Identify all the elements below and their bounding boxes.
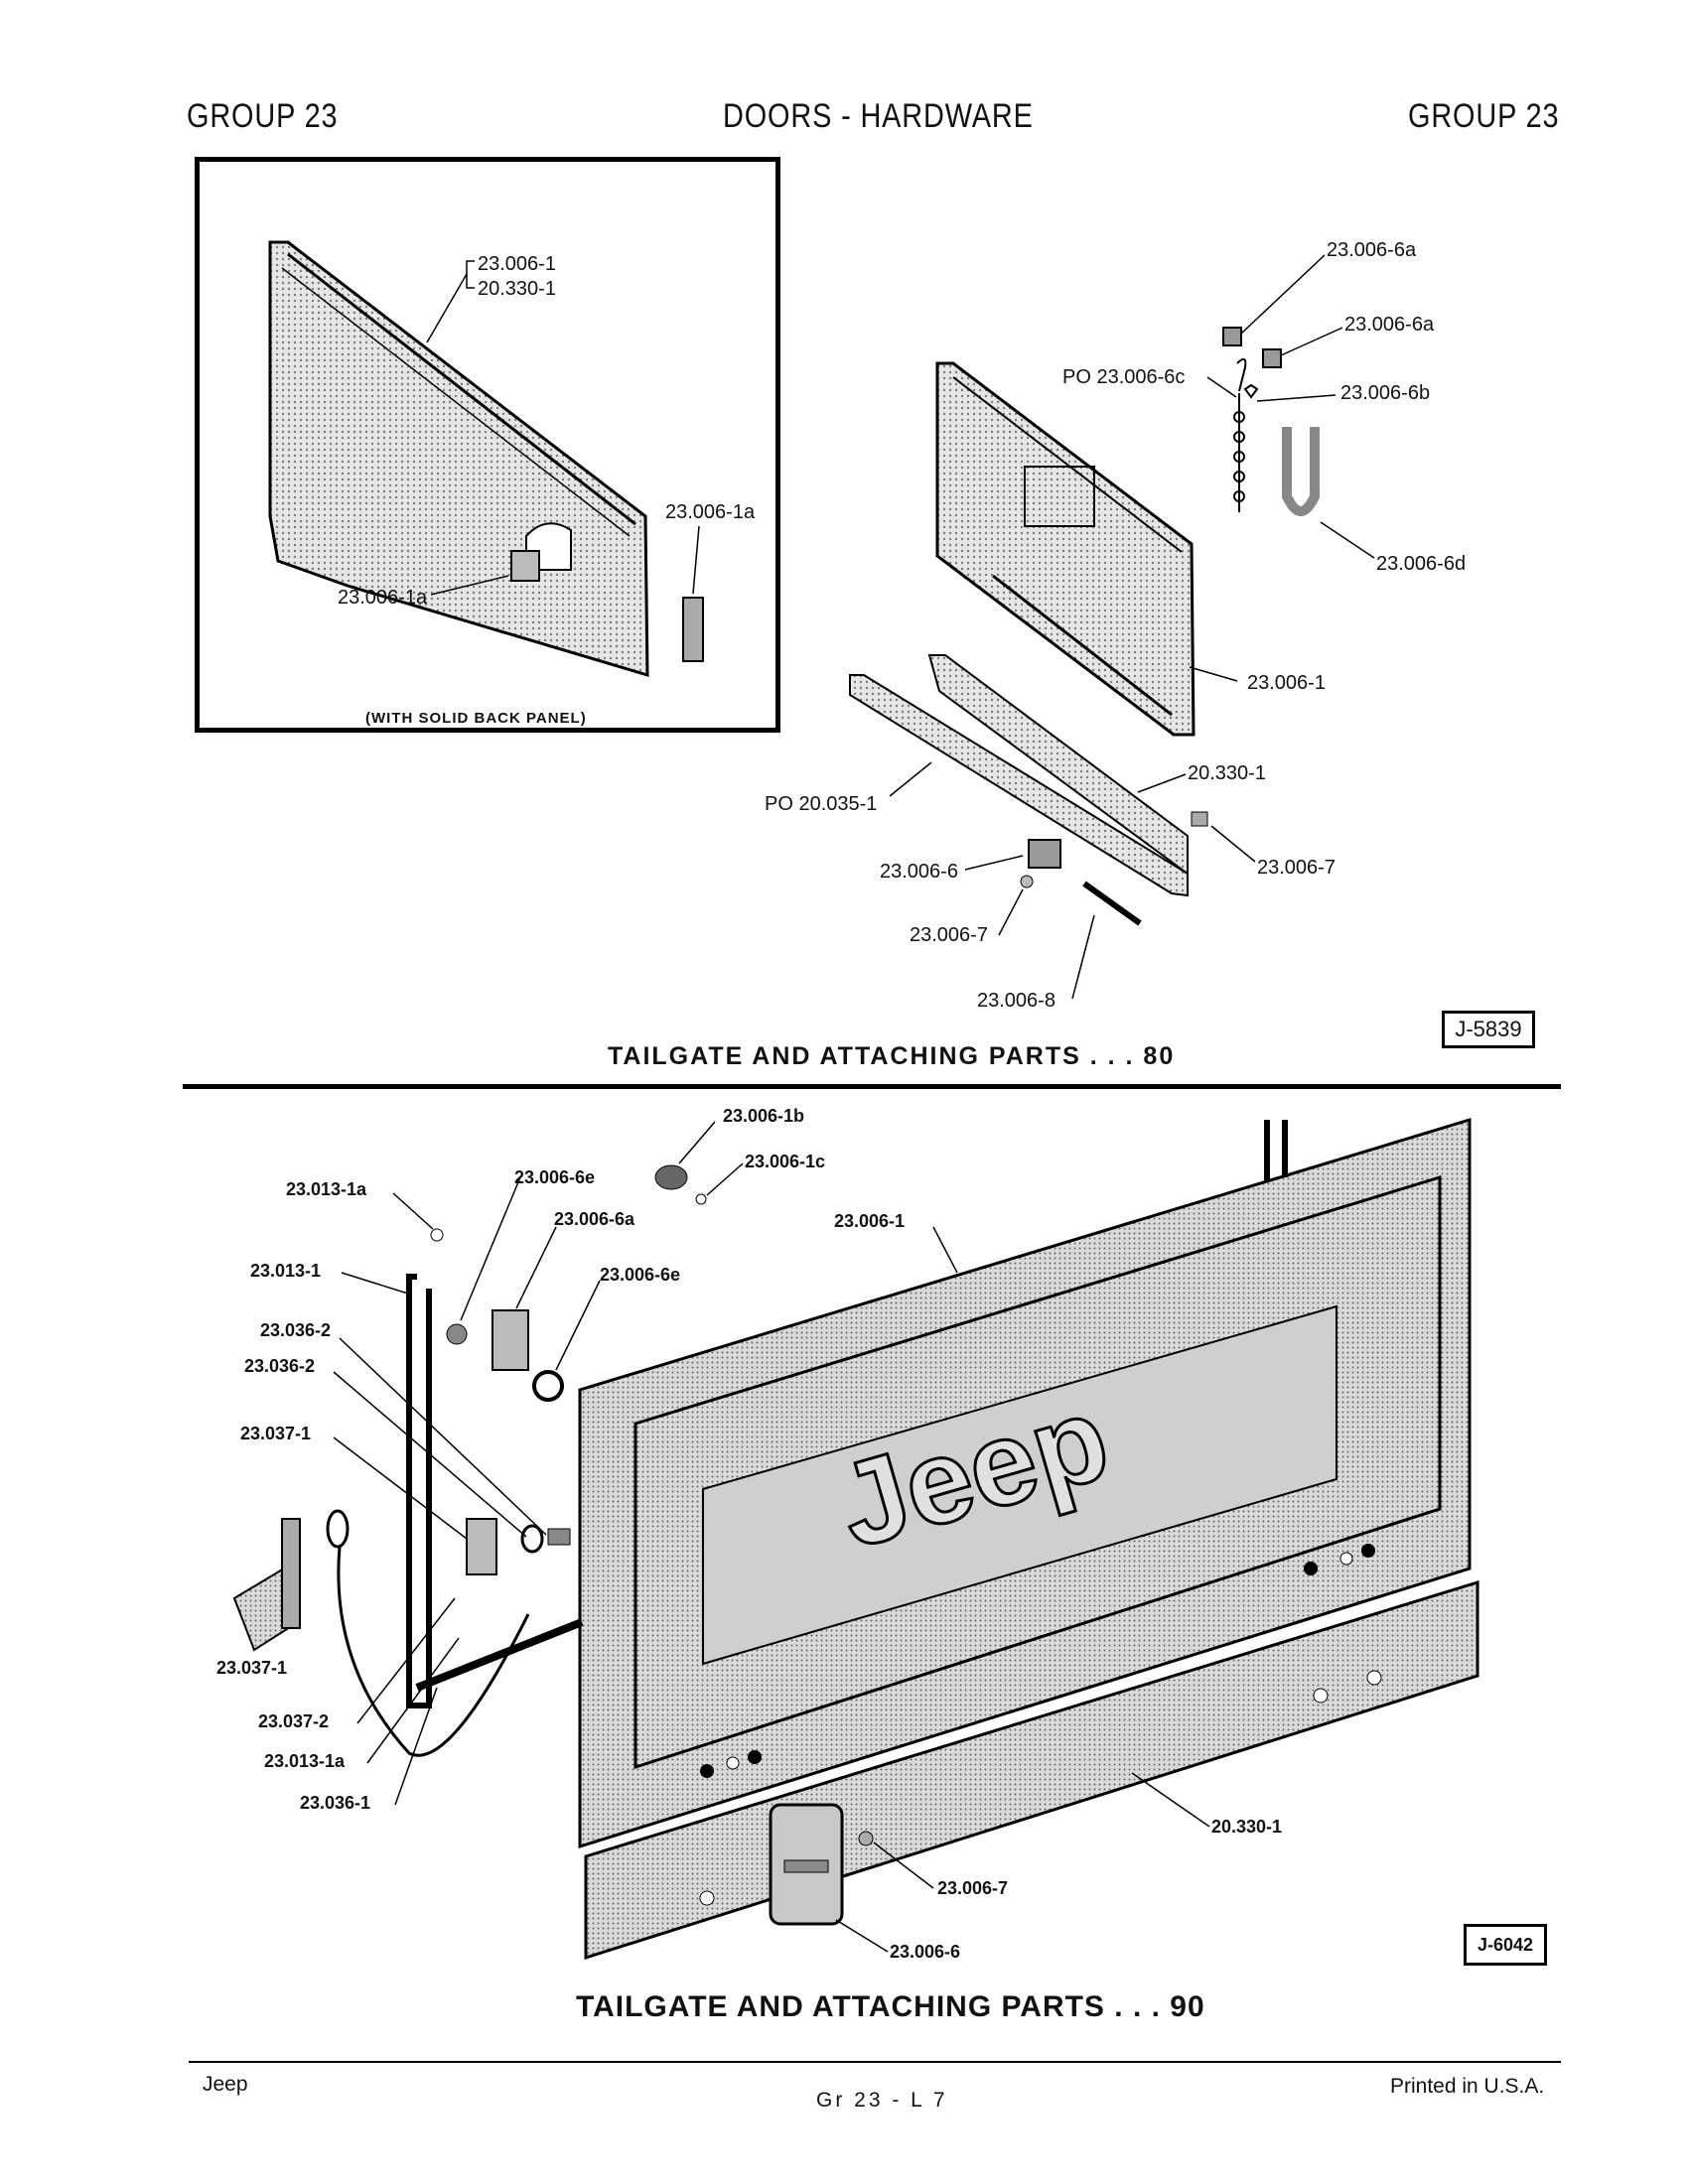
header-title: DOORS - HARDWARE bbox=[723, 97, 1034, 135]
inset-tailgate-panel bbox=[268, 240, 704, 678]
hinge-strip-90 bbox=[584, 1579, 1479, 1961]
tailgate-panel-90: Jeep bbox=[578, 1117, 1472, 1849]
fig1-label-23-006-8: 23.006-8 bbox=[977, 990, 1055, 1012]
inset-label-20-330-1: 20.330-1 bbox=[478, 278, 556, 300]
fig1-label-po-20-035-1: PO 20.035-1 bbox=[765, 793, 877, 815]
fig2-label-23-013-1a-bottom: 23.013-1a bbox=[264, 1751, 346, 1771]
section-divider bbox=[183, 1084, 1561, 1089]
fig2-label-23-037-1-bottom: 23.037-1 bbox=[216, 1658, 287, 1678]
fig2-label-23-006-6e-top: 23.006-6e bbox=[514, 1167, 595, 1187]
footer-printed: Printed in U.S.A. bbox=[1390, 2075, 1545, 2098]
fig2-label-23-036-2-bottom: 23.036-2 bbox=[244, 1356, 315, 1376]
fig2-label-23-006-1: 23.006-1 bbox=[834, 1211, 905, 1231]
fig1-label-23-006-7-left: 23.006-7 bbox=[910, 924, 988, 946]
fig2-leaders bbox=[333, 1121, 1210, 1953]
fig1-label-po-23-006-6c: PO 23.006-6c bbox=[1062, 366, 1185, 388]
fig2-label-20-330-1: 20.330-1 bbox=[1211, 1817, 1282, 1837]
fig2-label-23-006-7: 23.006-7 bbox=[937, 1878, 1008, 1898]
footer-page-number: Gr 23 - L 7 bbox=[816, 2089, 948, 2112]
fig1-label-20-330-1: 20.330-1 bbox=[1188, 762, 1266, 784]
figure2-ref-badge: J-6042 bbox=[1464, 1924, 1547, 1966]
header-group-left: GROUP 23 bbox=[187, 97, 339, 135]
fig2-label-23-036-1: 23.036-1 bbox=[300, 1793, 370, 1813]
inset-label-23-006-1a-left: 23.006-1a bbox=[338, 587, 428, 609]
fig1-label-23-006-6a-mid: 23.006-6a bbox=[1344, 314, 1435, 336]
fig2-label-23-013-1: 23.013-1 bbox=[250, 1261, 321, 1281]
hinge-strip-80 bbox=[849, 654, 1208, 926]
figure1-ref-badge: J-5839 bbox=[1442, 1011, 1535, 1048]
inset-label-23-006-1a-right: 23.006-1a bbox=[665, 501, 756, 523]
figure1-caption: TAILGATE AND ATTACHING PARTS . . . 80 bbox=[608, 1042, 1176, 1070]
fig2-label-23-006-1b: 23.006-1b bbox=[723, 1106, 804, 1126]
inset-frame bbox=[195, 157, 780, 733]
fig2-label-23-006-6: 23.006-6 bbox=[890, 1942, 960, 1962]
inset-note: (WITH SOLID BACK PANEL) bbox=[365, 710, 587, 727]
support-cable-assembly bbox=[232, 1164, 707, 1757]
footer-brand: Jeep bbox=[203, 2073, 248, 2096]
fig1-label-23-006-6d: 23.006-6d bbox=[1376, 553, 1466, 575]
fig1-label-23-006-7-right: 23.006-7 bbox=[1257, 857, 1336, 879]
figure2-caption: TAILGATE AND ATTACHING PARTS . . . 90 bbox=[576, 1990, 1205, 2023]
inset-leaders bbox=[426, 260, 700, 596]
inset-label-23-006-1: 23.006-1 bbox=[478, 253, 556, 275]
fig2-label-23-037-1-top: 23.037-1 bbox=[240, 1424, 311, 1443]
fig1-label-23-006-6a-top: 23.006-6a bbox=[1327, 239, 1417, 261]
header-group-right: GROUP 23 bbox=[1408, 97, 1560, 135]
fig1-label-23-006-1: 23.006-1 bbox=[1247, 672, 1326, 694]
hook-and-chain bbox=[1222, 327, 1320, 516]
fig2-label-23-006-6a: 23.006-6a bbox=[554, 1209, 635, 1229]
fig1-label-23-006-6b: 23.006-6b bbox=[1340, 382, 1430, 404]
fig2-label-23-036-2-top: 23.036-2 bbox=[260, 1320, 331, 1340]
fig2-label-23-006-6e-bottom: 23.006-6e bbox=[600, 1265, 680, 1285]
fig2-label-23-006-1c: 23.006-1c bbox=[745, 1152, 825, 1171]
fig1-leaders bbox=[889, 254, 1375, 1000]
footer-rule bbox=[189, 2061, 1561, 2063]
fig1-label-23-006-6: 23.006-6 bbox=[880, 861, 958, 883]
fig2-label-23-013-1a-top: 23.013-1a bbox=[286, 1179, 367, 1199]
fig2-label-23-037-2: 23.037-2 bbox=[258, 1711, 329, 1731]
tailgate-panel-80 bbox=[935, 361, 1196, 737]
